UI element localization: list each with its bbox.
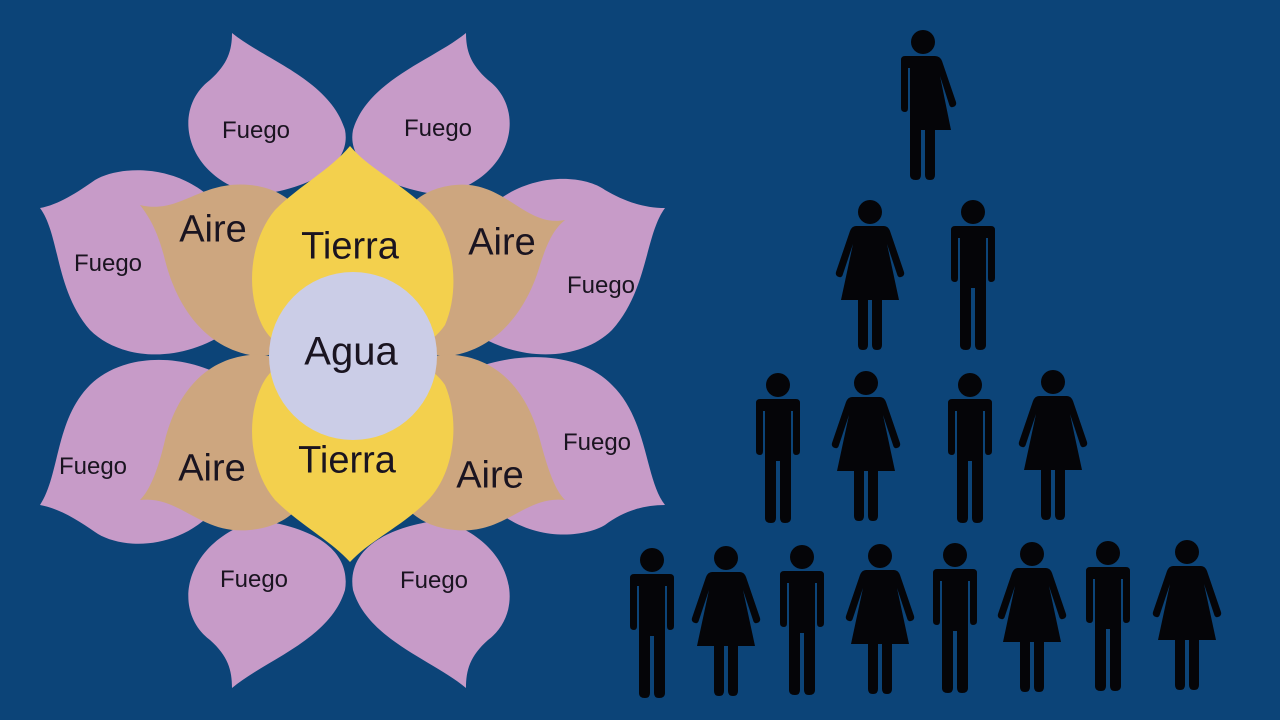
fuego-label: Fuego xyxy=(403,115,473,142)
fuego-label: Fuego xyxy=(58,453,128,480)
fuego-label: Fuego xyxy=(221,117,291,144)
agua-label: Agua xyxy=(304,329,398,374)
aire-label: Aire xyxy=(179,208,247,251)
fuego-label: Fuego xyxy=(566,272,636,299)
aire-label: Aire xyxy=(178,447,246,490)
fuego-label: Fuego xyxy=(73,250,143,277)
agua-center xyxy=(269,272,437,440)
fuego-label: Fuego xyxy=(399,567,469,594)
tierra-label: Tierra xyxy=(298,439,396,482)
people-pyramid xyxy=(630,30,1222,698)
tierra-label: Tierra xyxy=(301,225,399,268)
aire-label: Aire xyxy=(468,221,536,264)
aire-label: Aire xyxy=(456,454,524,497)
fuego-label: Fuego xyxy=(562,429,632,456)
fuego-label: Fuego xyxy=(219,566,289,593)
